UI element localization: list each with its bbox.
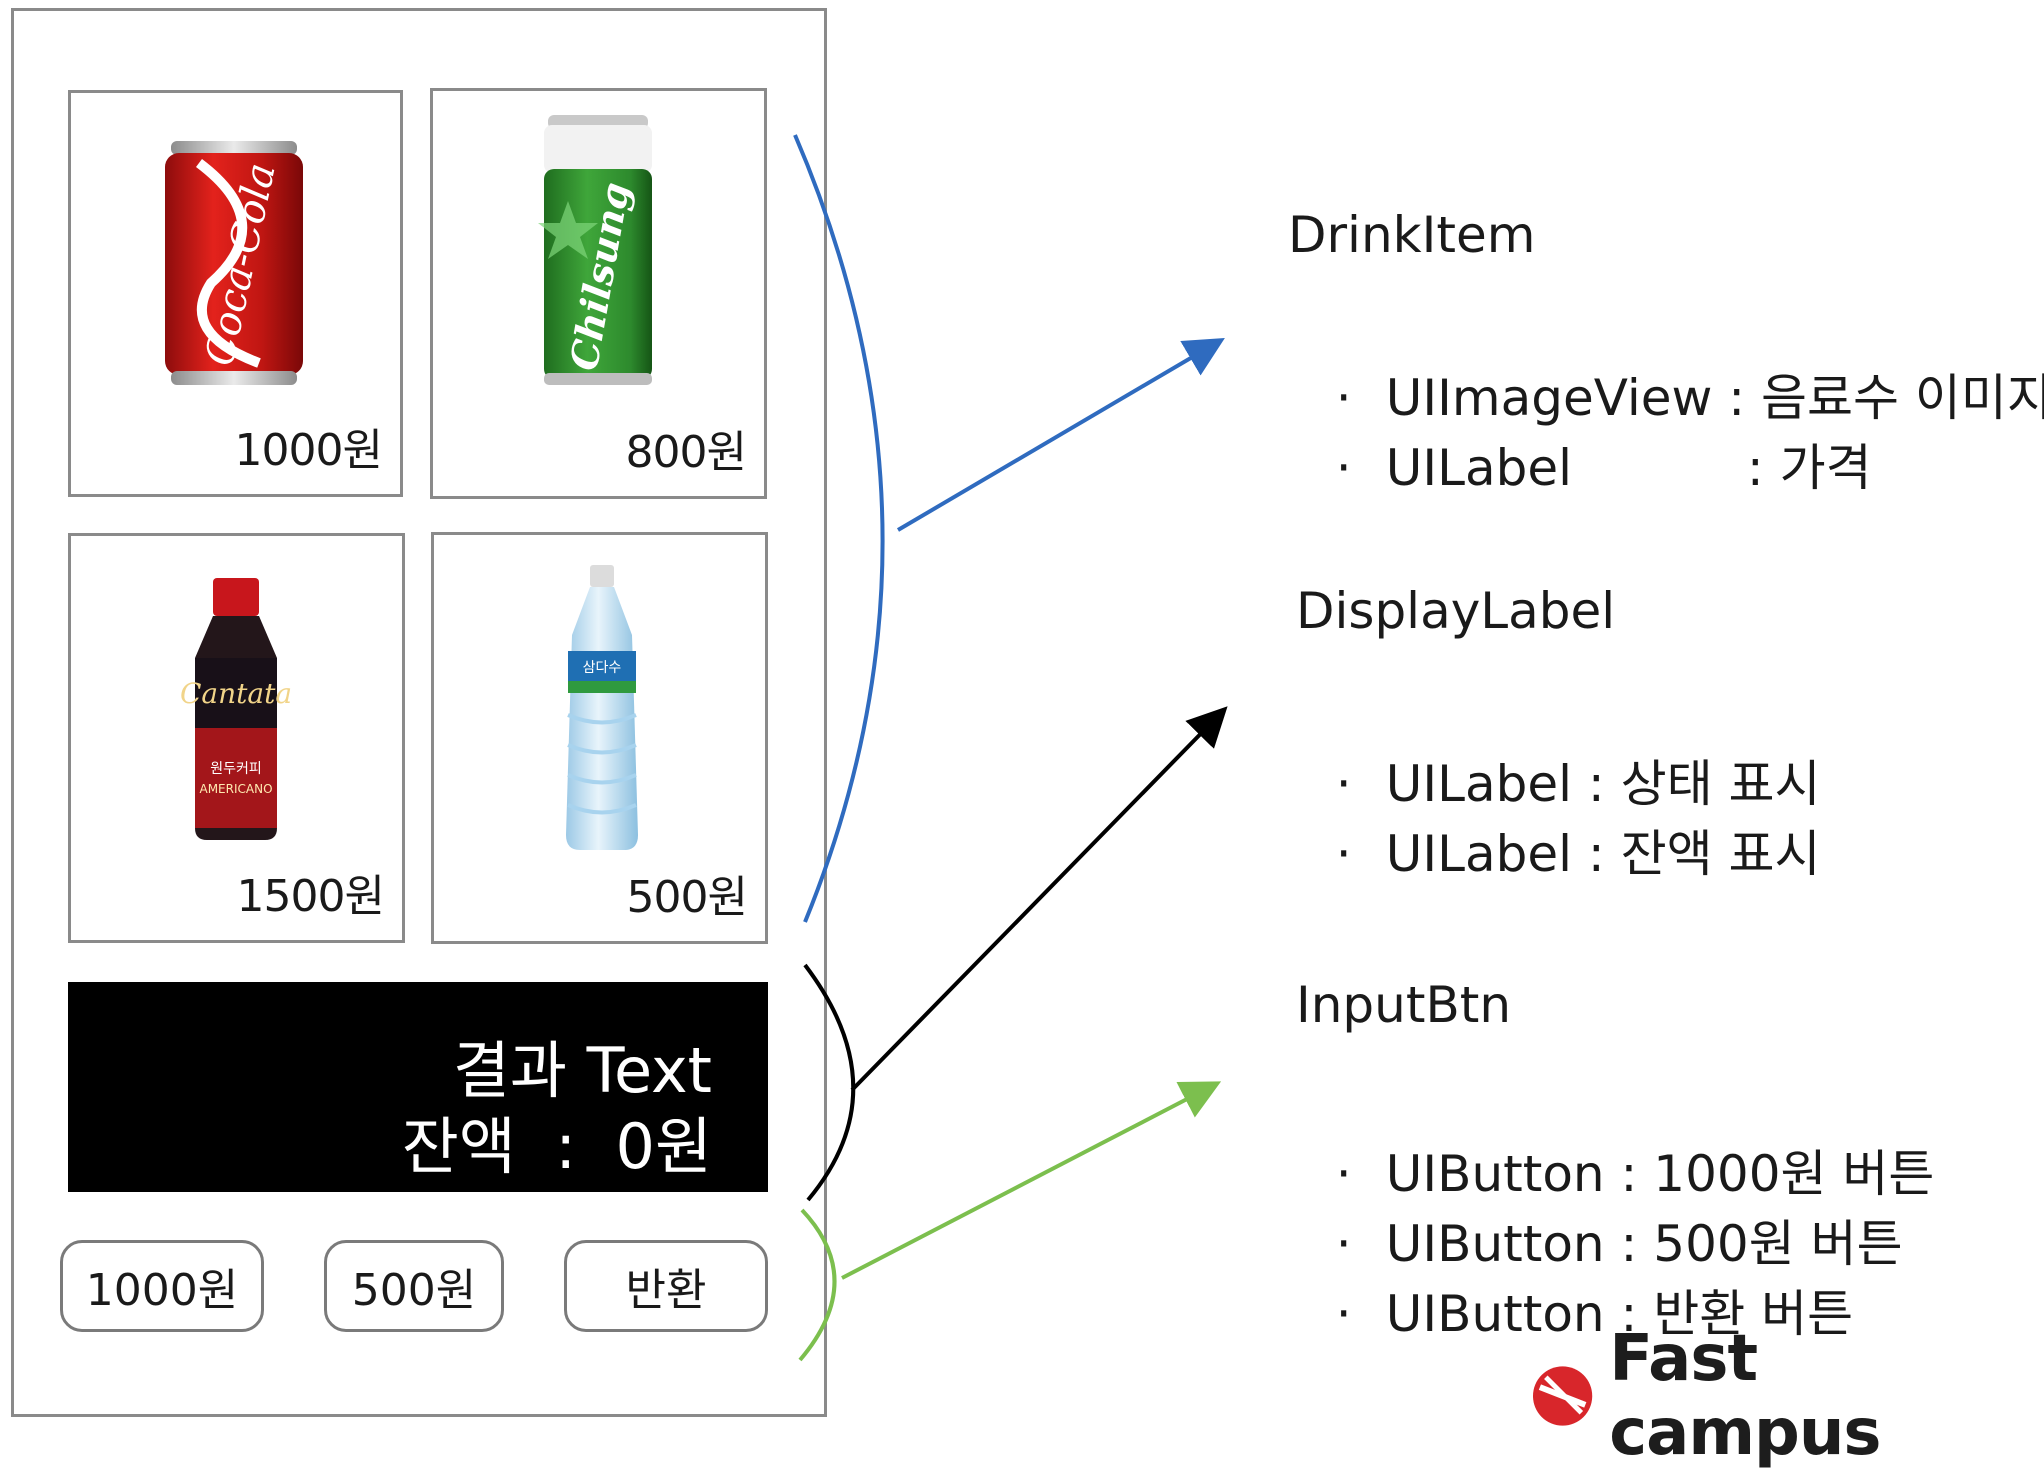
display-label: 결과 Text 잔액 : 0원 xyxy=(68,982,768,1192)
drink-price-label: 1500원 xyxy=(236,871,385,922)
display-label-arrow xyxy=(850,706,1228,1092)
drink-price-label: 800원 xyxy=(625,427,747,478)
bullet-dot: · xyxy=(1335,369,1352,427)
drink-item-chilsung-cider[interactable]: Chilsung 800원 xyxy=(430,88,767,499)
drink-item-title: DrinkItem xyxy=(1288,206,1536,264)
input-500-button[interactable]: 500원 xyxy=(324,1240,504,1332)
display-label-bullet-2: · UILabel : 잔액 표시 xyxy=(1304,756,1821,886)
chilsung-cider-can-image: Chilsung xyxy=(538,115,652,385)
svg-text:AMERICANO: AMERICANO xyxy=(199,782,272,796)
phone-screen-frame xyxy=(11,8,827,1417)
display-label-title: DisplayLabel xyxy=(1296,582,1616,640)
drink-price-label: 1000원 xyxy=(234,425,383,476)
drink-item-coca-cola[interactable]: Coca-Cola 1000원 xyxy=(68,90,403,497)
display-label-line-1: UILabel : 상태 표시 xyxy=(1385,755,1821,813)
display-label-bullet-1: · UILabel : 상태 표시 xyxy=(1304,686,1821,816)
drink-item-water[interactable]: 삼다수 500원 xyxy=(431,532,768,944)
balance-label: 잔액 : 0원 xyxy=(401,1110,712,1183)
cantata-coffee-bottle-image: Cantata 원두커피 AMERICANO xyxy=(180,578,292,840)
bullet-dot: · xyxy=(1335,1285,1352,1343)
input-btn-bullet-2: · UIButton : 500원 버튼 xyxy=(1304,1146,1903,1276)
drink-item-cantata-coffee[interactable]: Cantata 원두커피 AMERICANO 1500원 xyxy=(68,533,405,943)
connector-arrows xyxy=(793,134,1228,1362)
bullet-dot: · xyxy=(1335,1145,1352,1203)
input-btn-title: InputBtn xyxy=(1296,976,1512,1034)
input-btn-line-2: UIButton : 500원 버튼 xyxy=(1385,1215,1903,1273)
display-label-line-2: UILabel : 잔액 표시 xyxy=(1385,825,1821,883)
drink-item-line-2: UILabel : 가격 xyxy=(1385,439,1872,497)
bullet-dot: · xyxy=(1335,1215,1352,1273)
display-label-bracket xyxy=(803,963,856,1202)
drink-item-bullet-2: · UILabel : 가격 xyxy=(1304,370,1872,500)
bullet-dot: · xyxy=(1335,755,1352,813)
svg-text:Cantata: Cantata xyxy=(180,677,292,710)
drink-item-arrow xyxy=(896,337,1225,532)
input-btn-bullet-1: · UIButton : 1000원 버튼 xyxy=(1304,1076,1935,1206)
input-btn-line-3: UIButton : 반환 버튼 xyxy=(1385,1285,1854,1343)
svg-text:원두커피: 원두커피 xyxy=(210,761,262,777)
input-btn-bracket xyxy=(798,1208,837,1362)
bullet-dot: · xyxy=(1335,439,1352,497)
input-btn-arrow xyxy=(841,1081,1222,1280)
input-1000-button[interactable]: 1000원 xyxy=(60,1240,264,1332)
result-text-label: 결과 Text xyxy=(452,1034,712,1107)
fast-campus-logo: Fast campus xyxy=(1532,1322,2044,1470)
coca-cola-can-image: Coca-Cola xyxy=(165,141,303,385)
drink-item-bullet-1: · UIImageView : 음료수 이미지 xyxy=(1304,300,2044,430)
input-btn-line-1: UIButton : 1000원 버튼 xyxy=(1385,1145,1935,1203)
drink-price-label: 500원 xyxy=(626,872,748,923)
drink-item-bracket xyxy=(793,134,885,923)
drink-item-line-1: UIImageView : 음료수 이미지 xyxy=(1385,369,2044,427)
logo-text: Fast campus xyxy=(1609,1322,1881,1470)
water-bottle-image: 삼다수 xyxy=(566,565,638,850)
input-btn-bullet-3: · UIButton : 반환 버튼 xyxy=(1304,1216,1853,1346)
svg-text:삼다수: 삼다수 xyxy=(583,660,622,676)
refund-button[interactable]: 반환 xyxy=(564,1240,768,1332)
fast-campus-logo-icon xyxy=(1532,1366,1593,1426)
bullet-dot: · xyxy=(1335,825,1352,883)
